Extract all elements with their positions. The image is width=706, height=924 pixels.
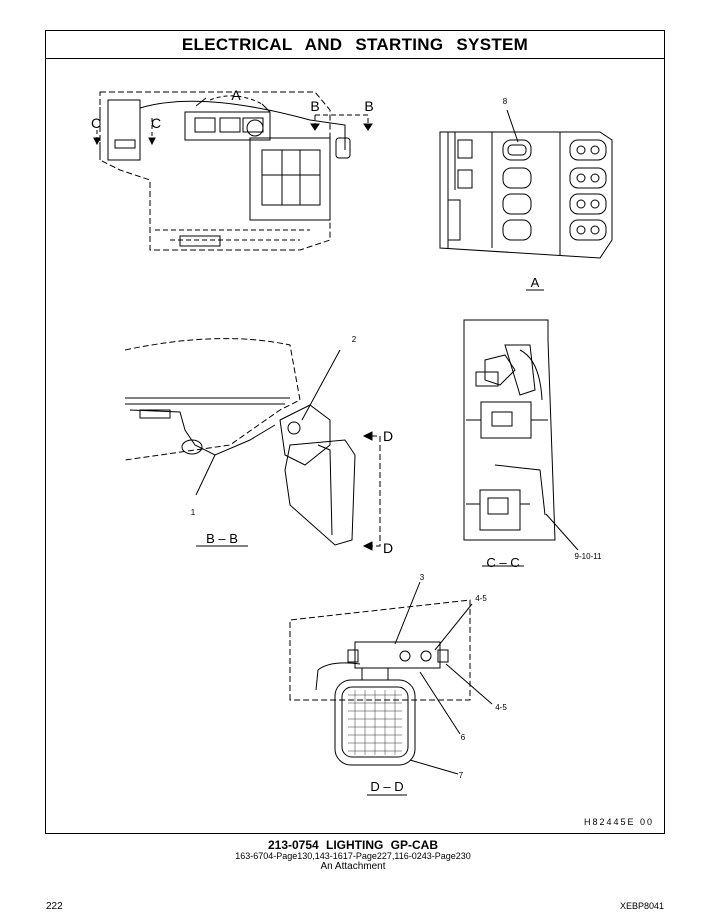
view-label-d1: D bbox=[383, 428, 393, 444]
view-cc-relay-panel bbox=[463, 319, 579, 567]
document-number: XEBP8041 bbox=[619, 901, 664, 911]
caption-title: 213-0754 LIGHTING GP-CAB bbox=[267, 838, 439, 852]
view-cab-top bbox=[93, 91, 373, 251]
page-number: 222 bbox=[46, 901, 63, 912]
callout-1: 1 bbox=[191, 508, 196, 517]
callout-4-5-bottom: 4-5 bbox=[495, 703, 507, 712]
callout-6: 6 bbox=[461, 733, 466, 742]
callout-4-5-top: 4-5 bbox=[475, 594, 487, 603]
section-label-a: A bbox=[531, 275, 540, 290]
section-label-cc: C – C bbox=[486, 555, 519, 570]
drawing-code: H82445E 00 bbox=[583, 817, 654, 827]
view-label-b2: B bbox=[364, 98, 373, 114]
view-dd-flood-lamp bbox=[289, 581, 493, 796]
page-title: ELECTRICAL AND STARTING SYSTEM bbox=[46, 31, 664, 59]
view-a-switch-panel bbox=[439, 109, 613, 291]
view-label-c1: C bbox=[91, 115, 101, 131]
view-label-c2: C bbox=[151, 115, 161, 131]
caption-subtitle: An Attachment bbox=[320, 861, 386, 872]
view-label-a: A bbox=[231, 87, 241, 103]
section-label-dd: D – D bbox=[370, 779, 403, 794]
view-bb-side-light bbox=[124, 338, 381, 551]
caption-references: 163-6704-Page130,143-1617-Page227,116-02… bbox=[235, 851, 471, 861]
callout-7: 7 bbox=[459, 771, 464, 780]
section-label-bb: B – B bbox=[206, 531, 238, 546]
view-label-b1: B bbox=[310, 98, 319, 114]
callout-2: 2 bbox=[352, 335, 357, 344]
drawing-frame: ELECTRICAL AND STARTING SYSTEM H82445E 0… bbox=[45, 30, 665, 834]
callout-8: 8 bbox=[503, 97, 508, 106]
callout-9-10-11: 9-10-11 bbox=[575, 552, 603, 561]
view-label-d2: D bbox=[383, 540, 393, 556]
callout-3: 3 bbox=[420, 573, 425, 582]
